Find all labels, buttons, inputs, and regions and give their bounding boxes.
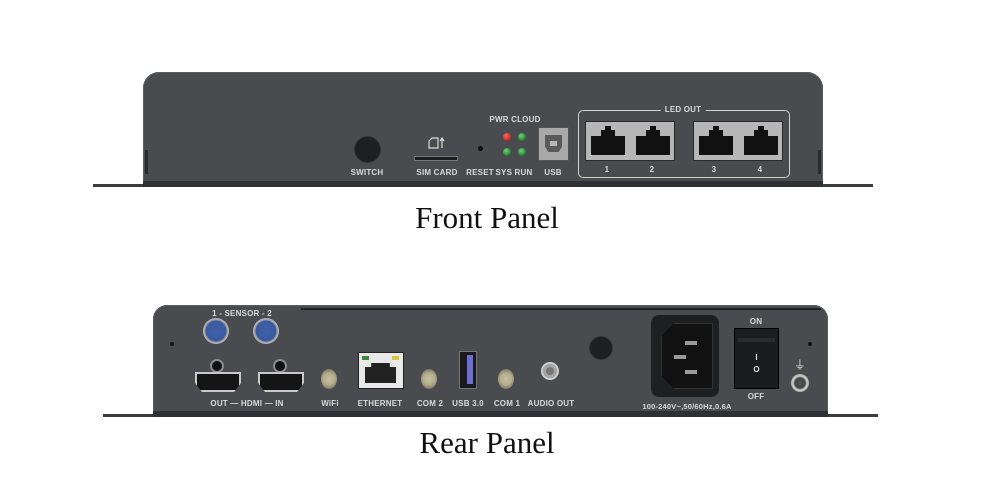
front-panel-caption: Front Panel [415, 200, 559, 235]
sensor-port-1[interactable] [203, 318, 229, 344]
switch-button[interactable] [355, 137, 380, 162]
sys-run-label: SYS RUN [495, 168, 533, 177]
power-inlet[interactable] [651, 315, 719, 397]
led-out-port-3[interactable] [699, 126, 733, 155]
sim-card-slot[interactable] [414, 156, 458, 161]
led-out-port-2-label: 2 [649, 165, 655, 174]
hdmi-in-audio-jack[interactable] [275, 361, 285, 371]
ground-terminal[interactable] [791, 374, 809, 392]
led-out-port-1-label: 1 [604, 165, 610, 174]
rocker-off-symbol: O [753, 365, 760, 374]
sim-card-insert-icon [428, 136, 446, 149]
led-out-port-3-label: 3 [711, 165, 717, 174]
power-off-label: OFF [747, 392, 765, 401]
usb3-label: USB 3.0 [452, 399, 484, 408]
led-out-port-2[interactable] [636, 126, 670, 155]
com2-label: COM 2 [416, 399, 444, 408]
ethernet-label: ETHERNET [357, 399, 403, 408]
reset-pinhole[interactable] [478, 146, 483, 151]
usb-label: USB [544, 168, 562, 177]
usb3-port[interactable] [459, 351, 477, 389]
switch-label: SWITCH [350, 168, 384, 177]
ground-icon: ⏚ [793, 358, 807, 372]
led-out-port-4[interactable] [744, 126, 778, 155]
usb-b-port[interactable] [538, 127, 569, 161]
front-right-notch [818, 150, 821, 174]
pwr-cloud-label: PWR CLOUD [489, 115, 541, 124]
rear-right-screw-hole [808, 342, 812, 346]
ethernet-port[interactable] [358, 352, 404, 389]
rocker-on-symbol: I [755, 353, 758, 362]
ethernet-link-led [362, 356, 369, 360]
power-rating-label: 100-240V~,50/60Hz,0.6A [642, 402, 732, 411]
hdmi-in-port[interactable] [258, 372, 304, 392]
cloud-led [518, 133, 526, 141]
led-out-port-4-label: 4 [757, 165, 763, 174]
led-out-label: LED OUT [660, 105, 706, 114]
com2-connector[interactable] [421, 369, 437, 389]
wifi-label: WiFi [321, 399, 339, 408]
sim-card-label: SIM CARD [416, 168, 458, 177]
led-out-port-1[interactable] [591, 126, 625, 155]
ethernet-activity-led [392, 356, 399, 360]
rear-panel-caption: Rear Panel [419, 425, 555, 460]
com1-label: COM 1 [493, 399, 521, 408]
front-right-flange [820, 184, 873, 187]
com1-connector[interactable] [498, 369, 514, 389]
led-out-block-1-2 [585, 121, 675, 161]
rear-left-flange [103, 414, 158, 417]
reset-label: RESET [466, 168, 494, 177]
audio-out-jack[interactable] [543, 364, 557, 378]
rear-left-screw-hole [170, 342, 174, 346]
front-left-notch [145, 150, 148, 174]
hdmi-out-audio-jack[interactable] [212, 361, 222, 371]
front-left-flange [93, 184, 148, 187]
hdmi-out-port[interactable] [195, 372, 241, 392]
rear-right-flange [825, 414, 878, 417]
sys-led [503, 148, 511, 156]
pwr-led [503, 133, 511, 141]
blank-round-port [590, 337, 612, 359]
run-led [518, 148, 526, 156]
led-out-block-3-4 [693, 121, 783, 161]
hdmi-label: OUT — HDMI — IN [210, 399, 284, 408]
audio-out-label: AUDIO OUT [527, 399, 575, 408]
power-rocker-switch[interactable]: I O [734, 328, 779, 389]
sensor-port-2[interactable] [253, 318, 279, 344]
power-on-label: ON [749, 317, 763, 326]
sensor-label: 1 - SENSOR - 2 [212, 309, 272, 318]
wifi-antenna-connector[interactable] [321, 369, 337, 389]
